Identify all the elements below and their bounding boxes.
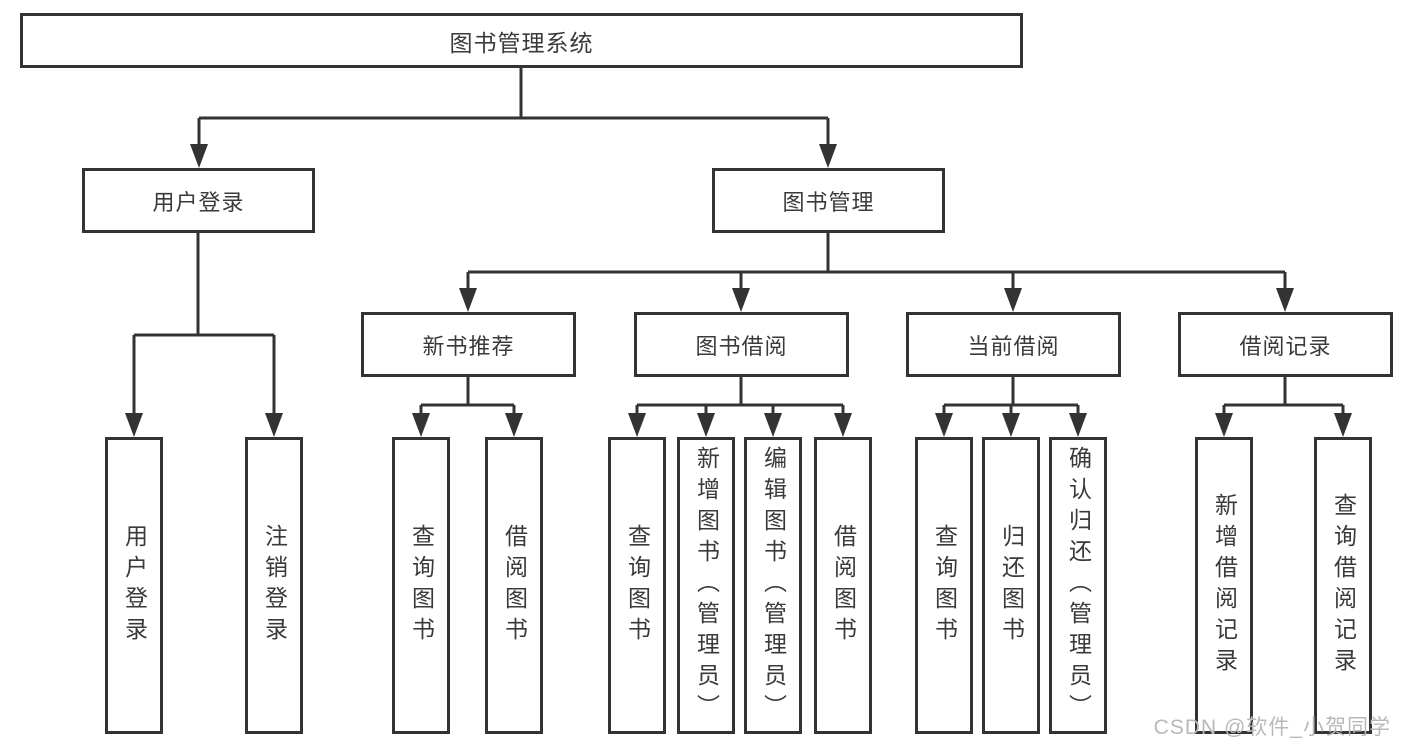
leaf-label: 借阅图书 (501, 523, 528, 648)
leaf-user-login: 用户登录 (105, 437, 163, 734)
arrowhead (764, 413, 782, 437)
arrowhead (732, 288, 750, 312)
node-new-books: 新书推荐 (361, 312, 576, 377)
arrowhead (412, 413, 430, 437)
connector-user-login (132, 233, 276, 417)
leaf-label: 新增图书（管理员） (693, 446, 720, 725)
leaf-logout: 注销登录 (245, 437, 303, 734)
leaf-label: 查询借阅记录 (1330, 492, 1357, 679)
leaf-label: 编辑图书（管理员） (760, 446, 787, 725)
arrowhead (265, 413, 283, 437)
leaf-label: 查询图书 (624, 523, 651, 648)
leaf-query-books-borrow: 查询图书 (608, 437, 666, 734)
arrowhead (1334, 413, 1352, 437)
leaf-add-book-admin: 新增图书（管理员） (677, 437, 735, 734)
connector-book-borrow (635, 377, 845, 418)
node-book-borrow: 图书借阅 (634, 312, 849, 377)
connector-current-borrow (942, 377, 1080, 418)
arrowhead (1069, 413, 1087, 437)
arrowhead (697, 413, 715, 437)
arrowhead (935, 413, 953, 437)
node-current-borrow: 当前借阅 (906, 312, 1121, 377)
node-book-mgmt: 图书管理 (712, 168, 945, 233)
leaf-query-borrow-record: 查询借阅记录 (1314, 437, 1372, 734)
leaf-label: 查询图书 (408, 523, 435, 648)
leaf-label: 注销登录 (261, 523, 288, 648)
arrowhead (1002, 413, 1020, 437)
arrowhead (819, 144, 837, 168)
leaf-label: 查询图书 (931, 523, 958, 648)
leaf-add-borrow-record: 新增借阅记录 (1195, 437, 1253, 734)
leaf-label: 用户登录 (121, 523, 148, 648)
node-user-login: 用户登录 (82, 168, 315, 233)
arrowhead (459, 288, 477, 312)
leaf-confirm-return-admin: 确认归还（管理员） (1049, 437, 1107, 734)
arrowhead (125, 413, 143, 437)
leaf-query-books-recommend: 查询图书 (392, 437, 450, 734)
leaf-label: 新增借阅记录 (1211, 492, 1238, 679)
connector-new-books (419, 377, 516, 418)
connector-root (197, 68, 830, 150)
arrowhead (834, 413, 852, 437)
arrowhead (1276, 288, 1294, 312)
connector-borrow-records (1222, 377, 1345, 418)
leaf-borrow-books: 借阅图书 (814, 437, 872, 734)
leaf-return-book: 归还图书 (982, 437, 1040, 734)
leaf-query-books-current: 查询图书 (915, 437, 973, 734)
leaf-label: 确认归还（管理员） (1065, 446, 1092, 725)
arrowhead (628, 413, 646, 437)
arrowhead (190, 144, 208, 168)
leaf-edit-book-admin: 编辑图书（管理员） (744, 437, 802, 734)
leaf-label: 借阅图书 (830, 523, 857, 648)
arrowhead (505, 413, 523, 437)
leaf-label: 归还图书 (998, 523, 1025, 648)
arrowhead (1215, 413, 1233, 437)
connector-book-mgmt (466, 233, 1287, 294)
arrowhead (1004, 288, 1022, 312)
node-root: 图书管理系统 (20, 13, 1023, 68)
node-borrow-records: 借阅记录 (1178, 312, 1393, 377)
leaf-borrow-books-recommend: 借阅图书 (485, 437, 543, 734)
